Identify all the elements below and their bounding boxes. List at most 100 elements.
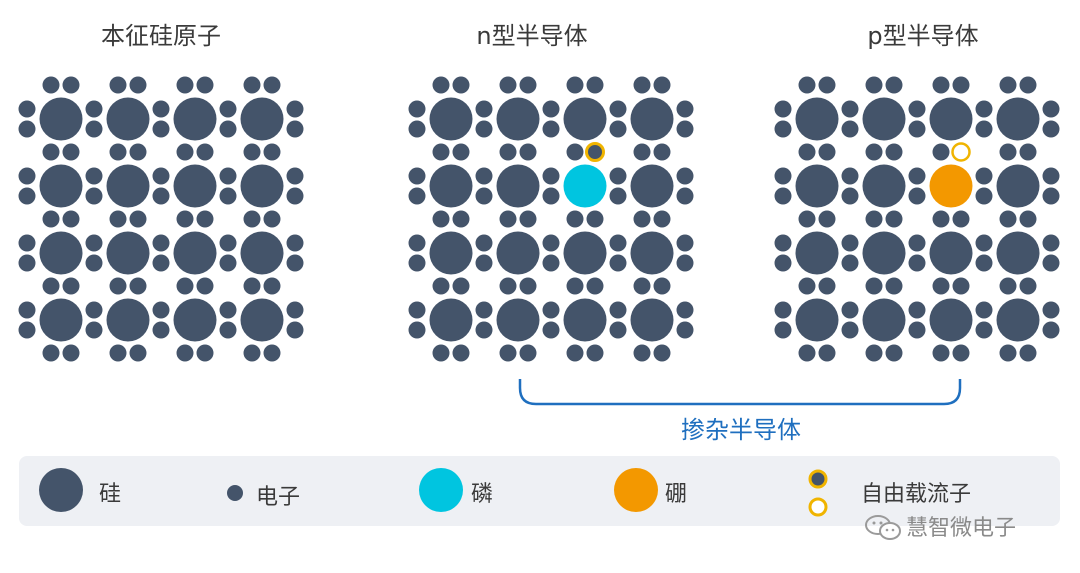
electron bbox=[408, 321, 426, 339]
electron bbox=[952, 344, 970, 362]
electron bbox=[519, 143, 537, 161]
silicon-atom bbox=[106, 97, 150, 141]
electron bbox=[475, 120, 493, 138]
electron bbox=[542, 321, 560, 339]
electron bbox=[586, 344, 604, 362]
electron bbox=[908, 187, 926, 205]
electron bbox=[1042, 100, 1060, 118]
electron bbox=[818, 277, 836, 295]
silicon-atom bbox=[106, 231, 150, 275]
electron bbox=[452, 76, 470, 94]
silicon-atom bbox=[630, 164, 674, 208]
electron bbox=[798, 76, 816, 94]
legend-silicon-label: 硅 bbox=[99, 482, 122, 507]
electron bbox=[975, 234, 993, 252]
electron bbox=[475, 187, 493, 205]
electron bbox=[243, 210, 261, 228]
electron bbox=[129, 277, 147, 295]
electron bbox=[152, 254, 170, 272]
electron bbox=[932, 76, 950, 94]
electron bbox=[408, 254, 426, 272]
electron bbox=[129, 344, 147, 362]
electron bbox=[243, 143, 261, 161]
electron bbox=[286, 321, 304, 339]
electron bbox=[499, 277, 517, 295]
electron bbox=[841, 234, 859, 252]
silicon-atom bbox=[795, 298, 839, 342]
silicon-atom bbox=[929, 97, 973, 141]
electron bbox=[85, 120, 103, 138]
electron bbox=[263, 76, 281, 94]
electron bbox=[633, 344, 651, 362]
electron bbox=[932, 143, 950, 161]
electron bbox=[908, 301, 926, 319]
electron bbox=[609, 120, 627, 138]
electron bbox=[566, 143, 584, 161]
electron bbox=[18, 100, 36, 118]
electron bbox=[129, 210, 147, 228]
electron bbox=[152, 321, 170, 339]
electron bbox=[908, 321, 926, 339]
silicon-atom bbox=[563, 97, 607, 141]
electron bbox=[85, 301, 103, 319]
silicon-atom bbox=[795, 231, 839, 275]
legend-boron-label: 硼 bbox=[665, 482, 688, 507]
electron bbox=[676, 321, 694, 339]
silicon-atom bbox=[996, 164, 1040, 208]
electron bbox=[999, 344, 1017, 362]
electron bbox=[519, 76, 537, 94]
electron bbox=[774, 187, 792, 205]
boron-atom bbox=[929, 164, 973, 208]
electron bbox=[885, 210, 903, 228]
electron bbox=[952, 210, 970, 228]
electron bbox=[109, 210, 127, 228]
electron bbox=[865, 210, 883, 228]
electron bbox=[774, 167, 792, 185]
silicon-atom bbox=[173, 97, 217, 141]
electron bbox=[129, 76, 147, 94]
electron bbox=[975, 301, 993, 319]
electron bbox=[653, 210, 671, 228]
electron bbox=[609, 234, 627, 252]
electron bbox=[865, 277, 883, 295]
electron bbox=[42, 277, 60, 295]
silicon-atom bbox=[240, 97, 284, 141]
electron bbox=[975, 167, 993, 185]
silicon-atom bbox=[862, 97, 906, 141]
legend-carrier-filled-icon bbox=[808, 469, 828, 489]
electron bbox=[1019, 344, 1037, 362]
electron bbox=[975, 187, 993, 205]
silicon-atom bbox=[496, 97, 540, 141]
electron bbox=[499, 76, 517, 94]
legend-boron-icon bbox=[614, 468, 658, 512]
silicon-atom bbox=[429, 298, 473, 342]
electron bbox=[841, 187, 859, 205]
electron bbox=[653, 344, 671, 362]
wechat-icon bbox=[865, 515, 901, 540]
electron bbox=[633, 76, 651, 94]
electron bbox=[818, 210, 836, 228]
electron bbox=[85, 100, 103, 118]
electron bbox=[676, 234, 694, 252]
electron bbox=[475, 321, 493, 339]
electron bbox=[542, 254, 560, 272]
electron bbox=[263, 143, 281, 161]
electron bbox=[42, 143, 60, 161]
electron bbox=[676, 254, 694, 272]
free-electron-carrier bbox=[585, 142, 605, 162]
electron bbox=[841, 301, 859, 319]
electron bbox=[1019, 277, 1037, 295]
electron bbox=[633, 277, 651, 295]
silicon-atom bbox=[429, 231, 473, 275]
electron bbox=[566, 76, 584, 94]
silicon-atom bbox=[39, 97, 83, 141]
electron bbox=[85, 167, 103, 185]
electron bbox=[908, 100, 926, 118]
silicon-atom bbox=[862, 231, 906, 275]
electron bbox=[475, 254, 493, 272]
silicon-atom bbox=[429, 97, 473, 141]
electron bbox=[798, 143, 816, 161]
legend-panel: 硅 电子 磷 硼 自由载流子 bbox=[19, 456, 1060, 526]
electron bbox=[676, 120, 694, 138]
